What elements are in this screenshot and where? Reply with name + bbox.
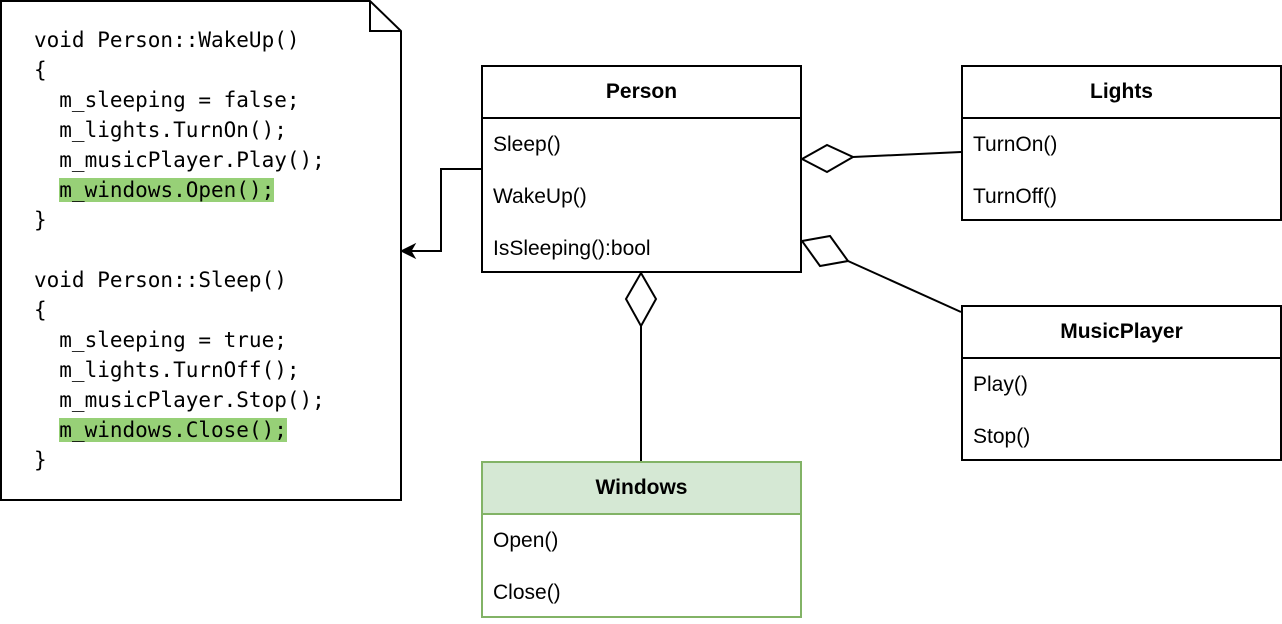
code-line: }: [34, 208, 47, 232]
class-windows[interactable]: Windows Open() Close(): [481, 461, 802, 618]
code-line-highlighted: m_windows.Close();: [34, 415, 325, 445]
code-note[interactable]: [0, 0, 402, 501]
aggregation-diamond-icon: [624, 270, 658, 329]
method-close[interactable]: Close(): [493, 581, 561, 604]
method-sleep[interactable]: Sleep(): [493, 133, 561, 156]
class-title: Person: [483, 67, 800, 119]
code-line: }: [34, 448, 47, 472]
highlighted-code: m_windows.Open();: [59, 178, 275, 202]
class-title: MusicPlayer: [963, 307, 1280, 359]
code-line-highlighted: m_windows.Open();: [34, 175, 325, 205]
arrowhead-icon: [399, 242, 417, 260]
method-wakeup[interactable]: WakeUp(): [493, 185, 587, 208]
class-person[interactable]: Person Sleep() WakeUp() IsSleeping():boo…: [481, 65, 802, 273]
method-turnoff[interactable]: TurnOff(): [973, 185, 1058, 208]
class-title: Windows: [483, 463, 800, 515]
code-line: m_musicPlayer.Play();: [34, 148, 325, 172]
code-line: m_lights.TurnOff();: [34, 358, 300, 382]
code-listing: void Person::WakeUp(){ m_sleeping = fals…: [34, 25, 325, 475]
method-play[interactable]: Play(): [973, 373, 1028, 396]
class-musicplayer[interactable]: MusicPlayer Play() Stop(): [961, 305, 1282, 461]
method-stop[interactable]: Stop(): [973, 425, 1031, 448]
code-line: {: [34, 58, 47, 82]
note-fold-corner: [369, 1, 401, 32]
method-turnon[interactable]: TurnOn(): [973, 133, 1058, 156]
code-line: m_sleeping = false;: [34, 88, 300, 112]
aggregation-diamond-icon: [800, 234, 850, 268]
code-line: m_lights.TurnOn();: [34, 118, 287, 142]
highlighted-code: m_windows.Close();: [59, 418, 287, 442]
aggregation-diamond-icon: [799, 143, 856, 174]
method-open[interactable]: Open(): [493, 529, 559, 552]
class-title: Lights: [963, 67, 1280, 119]
method-issleeping[interactable]: IsSleeping():bool: [493, 237, 651, 260]
code-line: m_sleeping = true;: [34, 328, 287, 352]
class-lights[interactable]: Lights TurnOn() TurnOff(): [961, 65, 1282, 221]
note-link-arrow[interactable]: [410, 168, 481, 252]
code-line: {: [34, 298, 47, 322]
aggregation-musicplayer-line[interactable]: [847, 260, 962, 313]
code-line: void Person::Sleep(): [34, 268, 287, 292]
code-line: m_musicPlayer.Stop();: [34, 388, 325, 412]
code-line: [34, 235, 325, 265]
code-line: void Person::WakeUp(): [34, 28, 300, 52]
aggregation-lights-line[interactable]: [852, 151, 962, 158]
